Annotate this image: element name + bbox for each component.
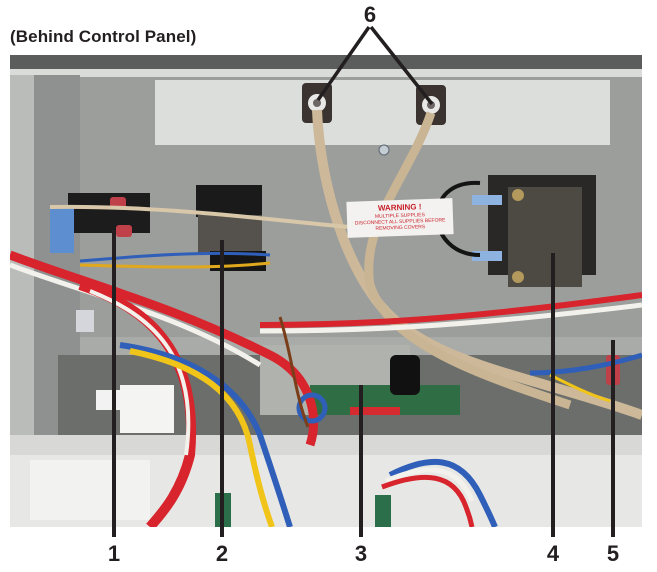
callout-6: 6	[363, 2, 377, 27]
figure-title: (Behind Control Panel)	[10, 27, 197, 46]
warning-label: WARNING ! MULTIPLE SUPPLIES DISCONNECT A…	[346, 198, 454, 238]
callout-4: 4	[546, 541, 560, 566]
callout-3: 3	[354, 541, 368, 566]
photo-illustration	[10, 55, 642, 527]
callout-2: 2	[215, 541, 229, 566]
control-panel-photo: WARNING ! MULTIPLE SUPPLIES DISCONNECT A…	[10, 55, 642, 527]
callout-5: 5	[606, 541, 620, 566]
callout-1: 1	[107, 541, 121, 566]
